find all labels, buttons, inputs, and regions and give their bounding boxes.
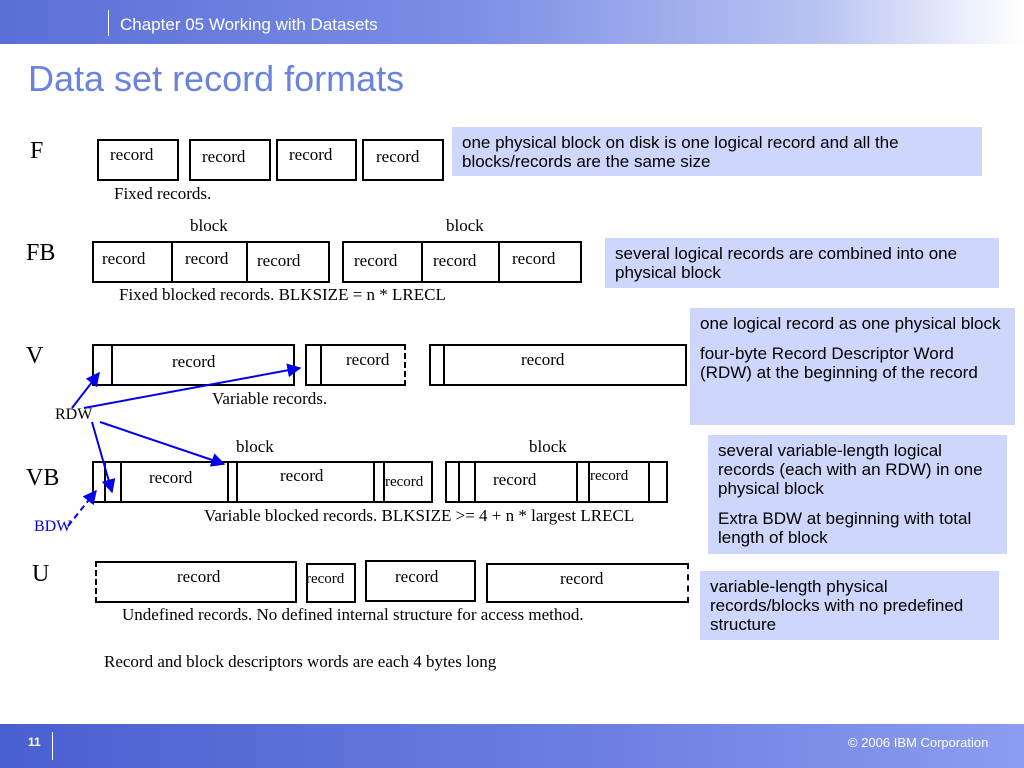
fb-note-text: several logical records are combined int… <box>615 244 958 282</box>
fb-block-label-2: block <box>446 216 484 235</box>
format-label-u: U <box>32 561 50 587</box>
vb-record-divider-3 <box>576 461 578 503</box>
v-record-label-3: record <box>521 350 565 369</box>
v-note-text-2: four-byte Record Descriptor Word (RDW) a… <box>700 344 978 382</box>
footer-separator <box>52 732 53 760</box>
fb-record-label-6: record <box>512 249 556 268</box>
vb-record-divider-1 <box>227 461 229 503</box>
f-record-label-1: record <box>110 145 154 164</box>
v-rdw-divider-1 <box>111 344 113 386</box>
footnote: Record and block descriptors words are e… <box>104 652 497 671</box>
v-record-box-3 <box>429 344 687 386</box>
vb-block-box-1 <box>92 461 433 503</box>
vb-record-label-4: record <box>493 470 537 489</box>
vb-padding-divider <box>648 461 650 503</box>
fb-block-box-2 <box>342 241 582 283</box>
f-record-box-2 <box>189 139 271 181</box>
v-rdw-divider-2 <box>320 344 322 386</box>
f-caption: Fixed records. <box>114 184 212 203</box>
v-record-label-2: record <box>346 350 390 369</box>
vb-block-box-2 <box>445 461 668 503</box>
copyright: © 2006 IBM Corporation <box>848 735 989 750</box>
vb-caption: Variable blocked records. BLKSIZE >= 4 +… <box>204 506 635 525</box>
fb-record-label-3: record <box>257 251 301 270</box>
f-note-text: one physical block on disk is one logica… <box>462 133 899 171</box>
f-record-box-3 <box>276 139 357 181</box>
f-note: one physical block on disk is one logica… <box>452 127 982 176</box>
v-record-box-2 <box>305 344 406 386</box>
format-label-v: V <box>26 343 44 369</box>
fb-record-label-2: record <box>185 249 229 268</box>
f-record-box-4 <box>362 139 444 181</box>
format-label-fb: FB <box>26 240 56 266</box>
vb-record-label-3: record <box>385 474 424 490</box>
vb-note-text-2: Extra BDW at beginning with total length… <box>718 509 972 547</box>
vb-rdw-divider-2 <box>236 461 238 503</box>
bdw-label: BDW <box>34 518 72 535</box>
rdw-arrow-to-vb1 <box>91 421 116 494</box>
vb-record-label-1: record <box>149 468 193 487</box>
f-record-label-2: record <box>202 147 246 166</box>
u-caption: Undefined records. No defined internal s… <box>122 605 584 624</box>
fb-block-box-1 <box>92 241 330 283</box>
v-note-text-1: one logical record as one physical block <box>700 314 1001 333</box>
chapter-title: Chapter 05 Working with Datasets <box>120 15 378 34</box>
vb-record-label-2: record <box>280 466 324 485</box>
slide-title: Data set record formats <box>28 58 405 99</box>
v-rdw-divider-3 <box>443 344 445 386</box>
v-caption: Variable records. <box>212 389 328 408</box>
fb-divider-3 <box>421 241 423 283</box>
fb-divider-4 <box>498 241 500 283</box>
page-number: 11 <box>28 735 41 749</box>
header-separator <box>108 10 109 36</box>
bdw-arrow <box>67 489 97 527</box>
fb-record-label-1: record <box>102 249 146 268</box>
fb-note: several logical records are combined int… <box>605 238 999 288</box>
vb-rdw-divider-5 <box>588 461 590 503</box>
fb-divider-2 <box>246 241 248 283</box>
u-record-label-4: record <box>560 569 604 588</box>
vb-rdw-divider-3 <box>383 461 385 503</box>
fb-divider-1 <box>171 241 173 283</box>
footer-bar <box>0 724 1024 768</box>
rdw-arrow-to-v2 <box>83 363 302 409</box>
vb-note: several variable-length logical records … <box>708 435 1007 554</box>
format-label-vb: VB <box>26 465 60 491</box>
u-record-box-1 <box>95 561 297 603</box>
fb-caption: Fixed blocked records. BLKSIZE = n * LRE… <box>119 285 446 304</box>
u-record-box-3 <box>365 560 476 602</box>
vb-note-text-1: several variable-length logical records … <box>718 441 983 498</box>
vb-rdw-divider-4 <box>474 461 476 503</box>
v-record-label-1: record <box>172 352 216 371</box>
f-record-box-1 <box>97 139 179 181</box>
vb-record-divider-2 <box>373 461 375 503</box>
fb-record-label-4: record <box>354 251 398 270</box>
vb-block-label-2: block <box>529 437 567 456</box>
u-record-label-1: record <box>177 567 221 586</box>
u-record-box-2 <box>306 563 356 603</box>
fb-record-label-5: record <box>433 251 477 270</box>
u-note: variable-length physical records/blocks … <box>700 571 999 640</box>
vb-block-label-1: block <box>236 437 274 456</box>
f-record-label-3: record <box>289 145 333 164</box>
format-label-f: F <box>30 138 44 164</box>
vb-record-label-5: record <box>590 468 629 484</box>
vb-bdw-divider-2 <box>458 461 460 503</box>
rdw-arrow-to-v1 <box>71 371 100 409</box>
fb-block-label-1: block <box>190 216 228 235</box>
vb-rdw-divider-1 <box>120 461 122 503</box>
f-record-label-4: record <box>376 147 420 166</box>
rdw-arrow-to-vb2 <box>99 421 226 467</box>
v-note: one logical record as one physical block… <box>690 308 1015 425</box>
u-record-label-2: record <box>306 571 345 587</box>
header-bar <box>0 0 1024 44</box>
rdw-label: RDW <box>55 406 93 423</box>
u-note-text: variable-length physical records/blocks … <box>710 577 964 634</box>
u-record-label-3: record <box>395 567 439 586</box>
u-record-box-4 <box>486 563 689 603</box>
